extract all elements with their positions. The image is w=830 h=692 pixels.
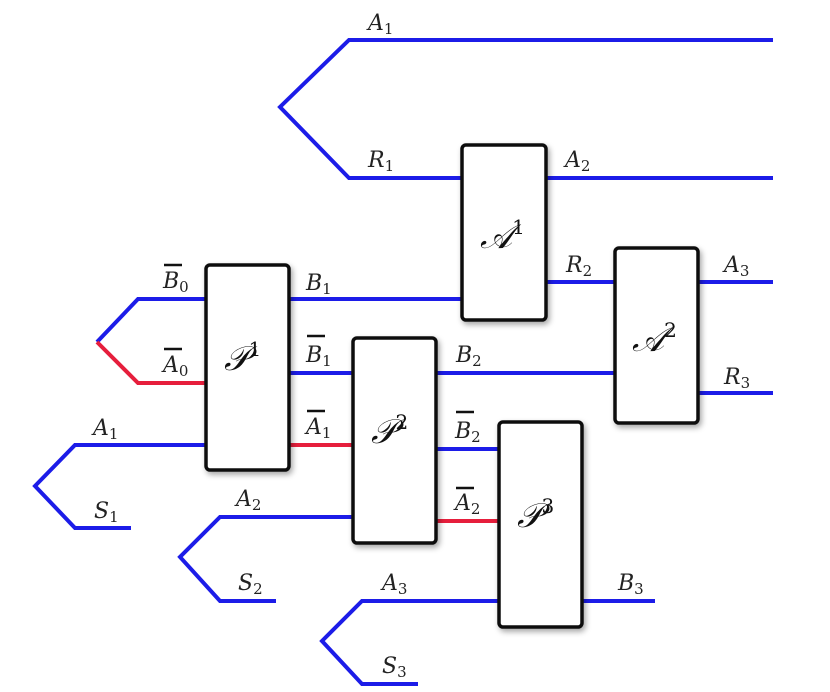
wires [32,38,773,686]
wire-B0bar [95,297,206,344]
label-left-A1: A1 [91,416,118,443]
label-B2bar: B2 [454,419,481,446]
label-A3-out: A3 [722,253,749,280]
wire-left-A2-S2 [177,515,353,603]
label-A2bar: A2 [453,491,480,518]
box-A2: 𝒜2 [613,246,700,425]
label-A0bar: A0 [161,353,188,380]
wire-top-A1 [277,38,773,180]
box-P1: 𝒫1 [204,263,291,472]
label-A1bar: A1 [304,415,331,442]
label-top-A1: A1 [366,11,393,38]
wire-left-A3-S3 [319,599,499,686]
label-B2: B2 [455,343,482,370]
label-left-A3: A3 [380,571,407,598]
labels: A1 R1 A2 R2 A3 R3 B0 A0 B1 B1 A1 B2 B2 A… [91,11,750,681]
label-S3: S3 [382,654,407,681]
label-B1bar: B1 [305,343,332,370]
label-left-A2: A2 [234,487,261,514]
label-R3: R3 [723,365,750,392]
box-P3: 𝒫3 [497,420,584,629]
box-A1: 𝒜1 [460,143,548,322]
label-R1: R1 [367,148,394,175]
label-B0bar: B0 [162,269,189,296]
box-P2: 𝒫2 [351,336,438,545]
wire-A0bar [95,340,206,385]
label-A2-out: A2 [563,148,590,175]
label-S2: S2 [238,571,263,598]
label-S1: S1 [94,499,119,526]
wire-left-A1-S1 [32,443,206,530]
label-R2: R2 [565,253,592,280]
label-B3: B3 [617,571,644,598]
label-B1: B1 [305,271,332,298]
